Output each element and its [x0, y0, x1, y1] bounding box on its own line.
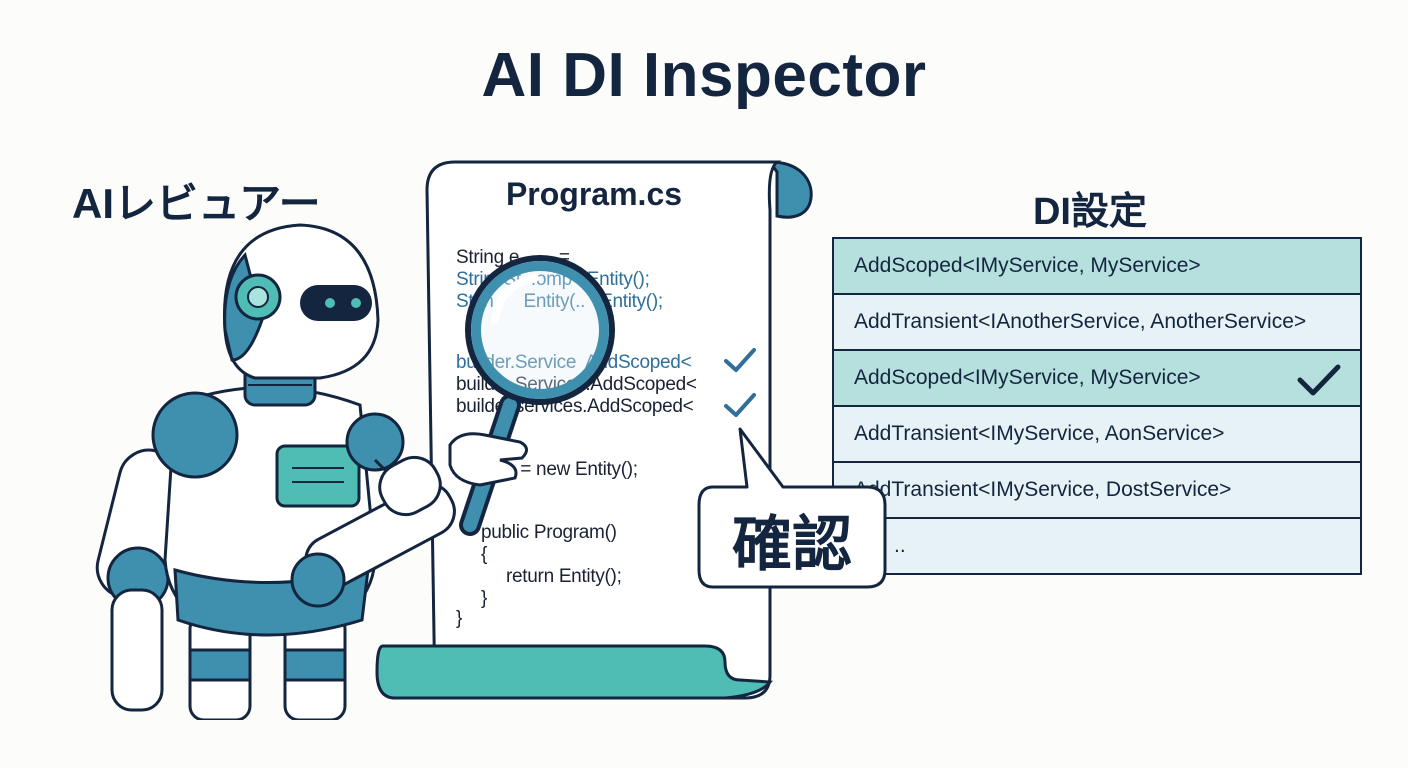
- code-line: public Program(): [481, 522, 617, 543]
- di-row-text: AddTransient<IAnotherService, AnotherSer…: [854, 310, 1307, 333]
- di-row: AddTransient<IMyService, AonService>: [834, 407, 1360, 463]
- speech-bubble: [697, 427, 887, 589]
- code-scroll: [375, 160, 813, 700]
- di-row-text: ..: [894, 534, 906, 557]
- check-icon: [1297, 364, 1341, 396]
- config-title: DI設定: [1032, 191, 1147, 233]
- di-row-text: AddTransient<IMyService, DostService>: [854, 478, 1232, 501]
- code-line: }: [456, 608, 463, 629]
- check-icon: [724, 348, 756, 372]
- di-row-text: AddTransient<IMyService, AonService>: [854, 422, 1225, 445]
- code-line: return Entity();: [506, 566, 622, 587]
- document-title: Program.cs: [505, 176, 683, 212]
- di-row-text: AddScoped<IMyService, MyService>: [854, 254, 1201, 277]
- page-title: AI DI Inspector: [481, 41, 927, 110]
- robot-reviewer-icon: [95, 223, 456, 720]
- di-row: AddTransient<IAnotherService, AnotherSer…: [834, 295, 1360, 351]
- di-row: AddScoped<IMyService, MyService>: [834, 351, 1360, 407]
- di-row-text: AddScoped<IMyService, MyService>: [854, 366, 1201, 389]
- bubble-text: 確認: [732, 511, 852, 578]
- di-row: ..: [834, 519, 1360, 575]
- code-line: String e =: [456, 247, 570, 268]
- di-row: AddScoped<IMyService, MyService>: [834, 239, 1360, 295]
- reviewer-label: AIレビュアー: [72, 180, 321, 227]
- code-line: {: [481, 544, 488, 565]
- di-config-table: AddScoped<IMyService, MyService> AddTran…: [832, 237, 1362, 575]
- code-line: }: [481, 588, 488, 609]
- magnifier-icon: [448, 255, 615, 536]
- di-row: AddTransient<IMyService, DostService>: [834, 463, 1360, 519]
- check-icon: [724, 393, 756, 417]
